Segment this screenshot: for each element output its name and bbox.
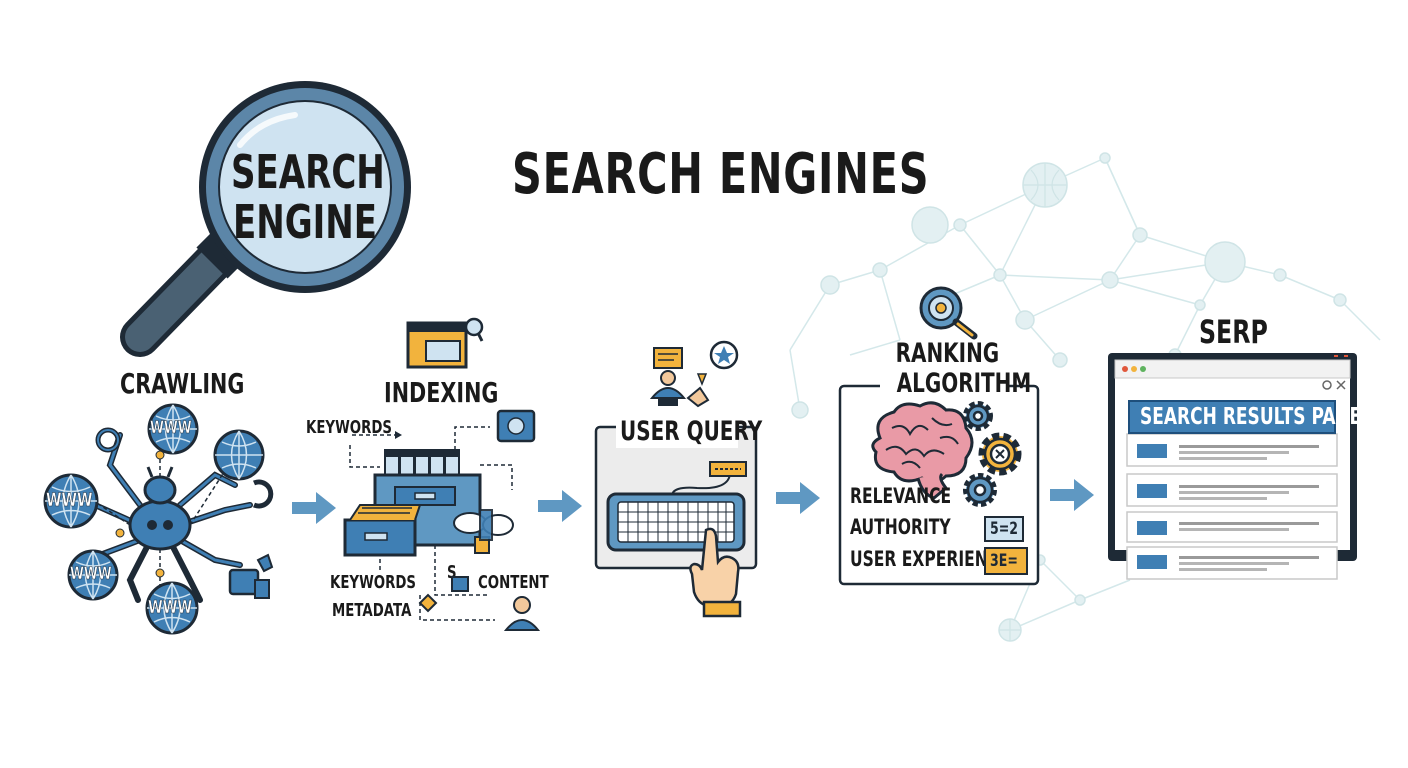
crawling-label: CRAWLING: [120, 367, 245, 400]
flow-arrow-icon: [776, 482, 820, 514]
user-query-label-bg: [616, 416, 738, 448]
formula-box-1: [984, 516, 1024, 542]
flow-arrow-icon: [1050, 479, 1094, 511]
formula-text-2: 3E=: [990, 551, 1018, 571]
ranking-factor-relevance: RELEVANCE: [850, 484, 952, 508]
globe-label: WWW: [70, 564, 112, 585]
ranking-label-line2: ALGORITHM: [896, 368, 1032, 399]
serp-banner-text: SEARCH RESULTS PAGE: [1140, 404, 1362, 430]
magnifier-text-line2: ENGINE: [232, 195, 378, 249]
globe-icon: [43, 473, 99, 529]
metadata-label: METADATA: [332, 600, 412, 621]
user-query-label: USER QUERY: [620, 416, 763, 447]
globe-label: WWW: [46, 489, 93, 512]
ranking-label-line1: RANKING: [895, 338, 1000, 369]
keyboard-icon: [606, 461, 747, 618]
browser-window-icon: [406, 317, 484, 369]
ranking-factor-user-experience: USER EXPERIENCE: [850, 547, 1010, 571]
indexing-label: INDEXING: [384, 376, 499, 409]
flow-arrow-icon: [292, 492, 336, 524]
main-title: SEARCH ENGINES: [512, 142, 930, 207]
formula-box-2: [984, 547, 1028, 575]
serp-label: SERP: [1199, 313, 1268, 351]
serp-browser-window: [1108, 353, 1357, 580]
brain-gears-icon: [871, 401, 1022, 507]
globe-label: WWW: [150, 418, 192, 439]
flow-arrow-icon: [538, 490, 582, 522]
user-query-icons: [649, 340, 739, 408]
globe-icon: [145, 581, 199, 635]
globe-icon: [67, 549, 119, 601]
content-prefix-label: S: [447, 562, 457, 583]
magnifier-text-line1: SEARCH: [231, 145, 385, 199]
globe-icon: [147, 403, 199, 455]
globe-label: WWW: [148, 597, 193, 619]
ranking-label-bg: [880, 370, 1008, 400]
filing-cabinet-diagram: [343, 409, 541, 631]
formula-text-1: 5=2: [990, 519, 1019, 539]
magnifying-glass-icon: [120, 81, 411, 357]
ranking-factor-authority: AUTHORITY: [850, 515, 951, 539]
search-magnifier-icon: [919, 286, 978, 340]
serp-banner: [1128, 400, 1336, 434]
keywords-label-top: KEYWORDS: [306, 417, 392, 438]
keywords-label-bottom: KEYWORDS: [330, 572, 416, 593]
globe-icon: [213, 429, 265, 481]
content-label: CONTENT: [478, 572, 549, 593]
